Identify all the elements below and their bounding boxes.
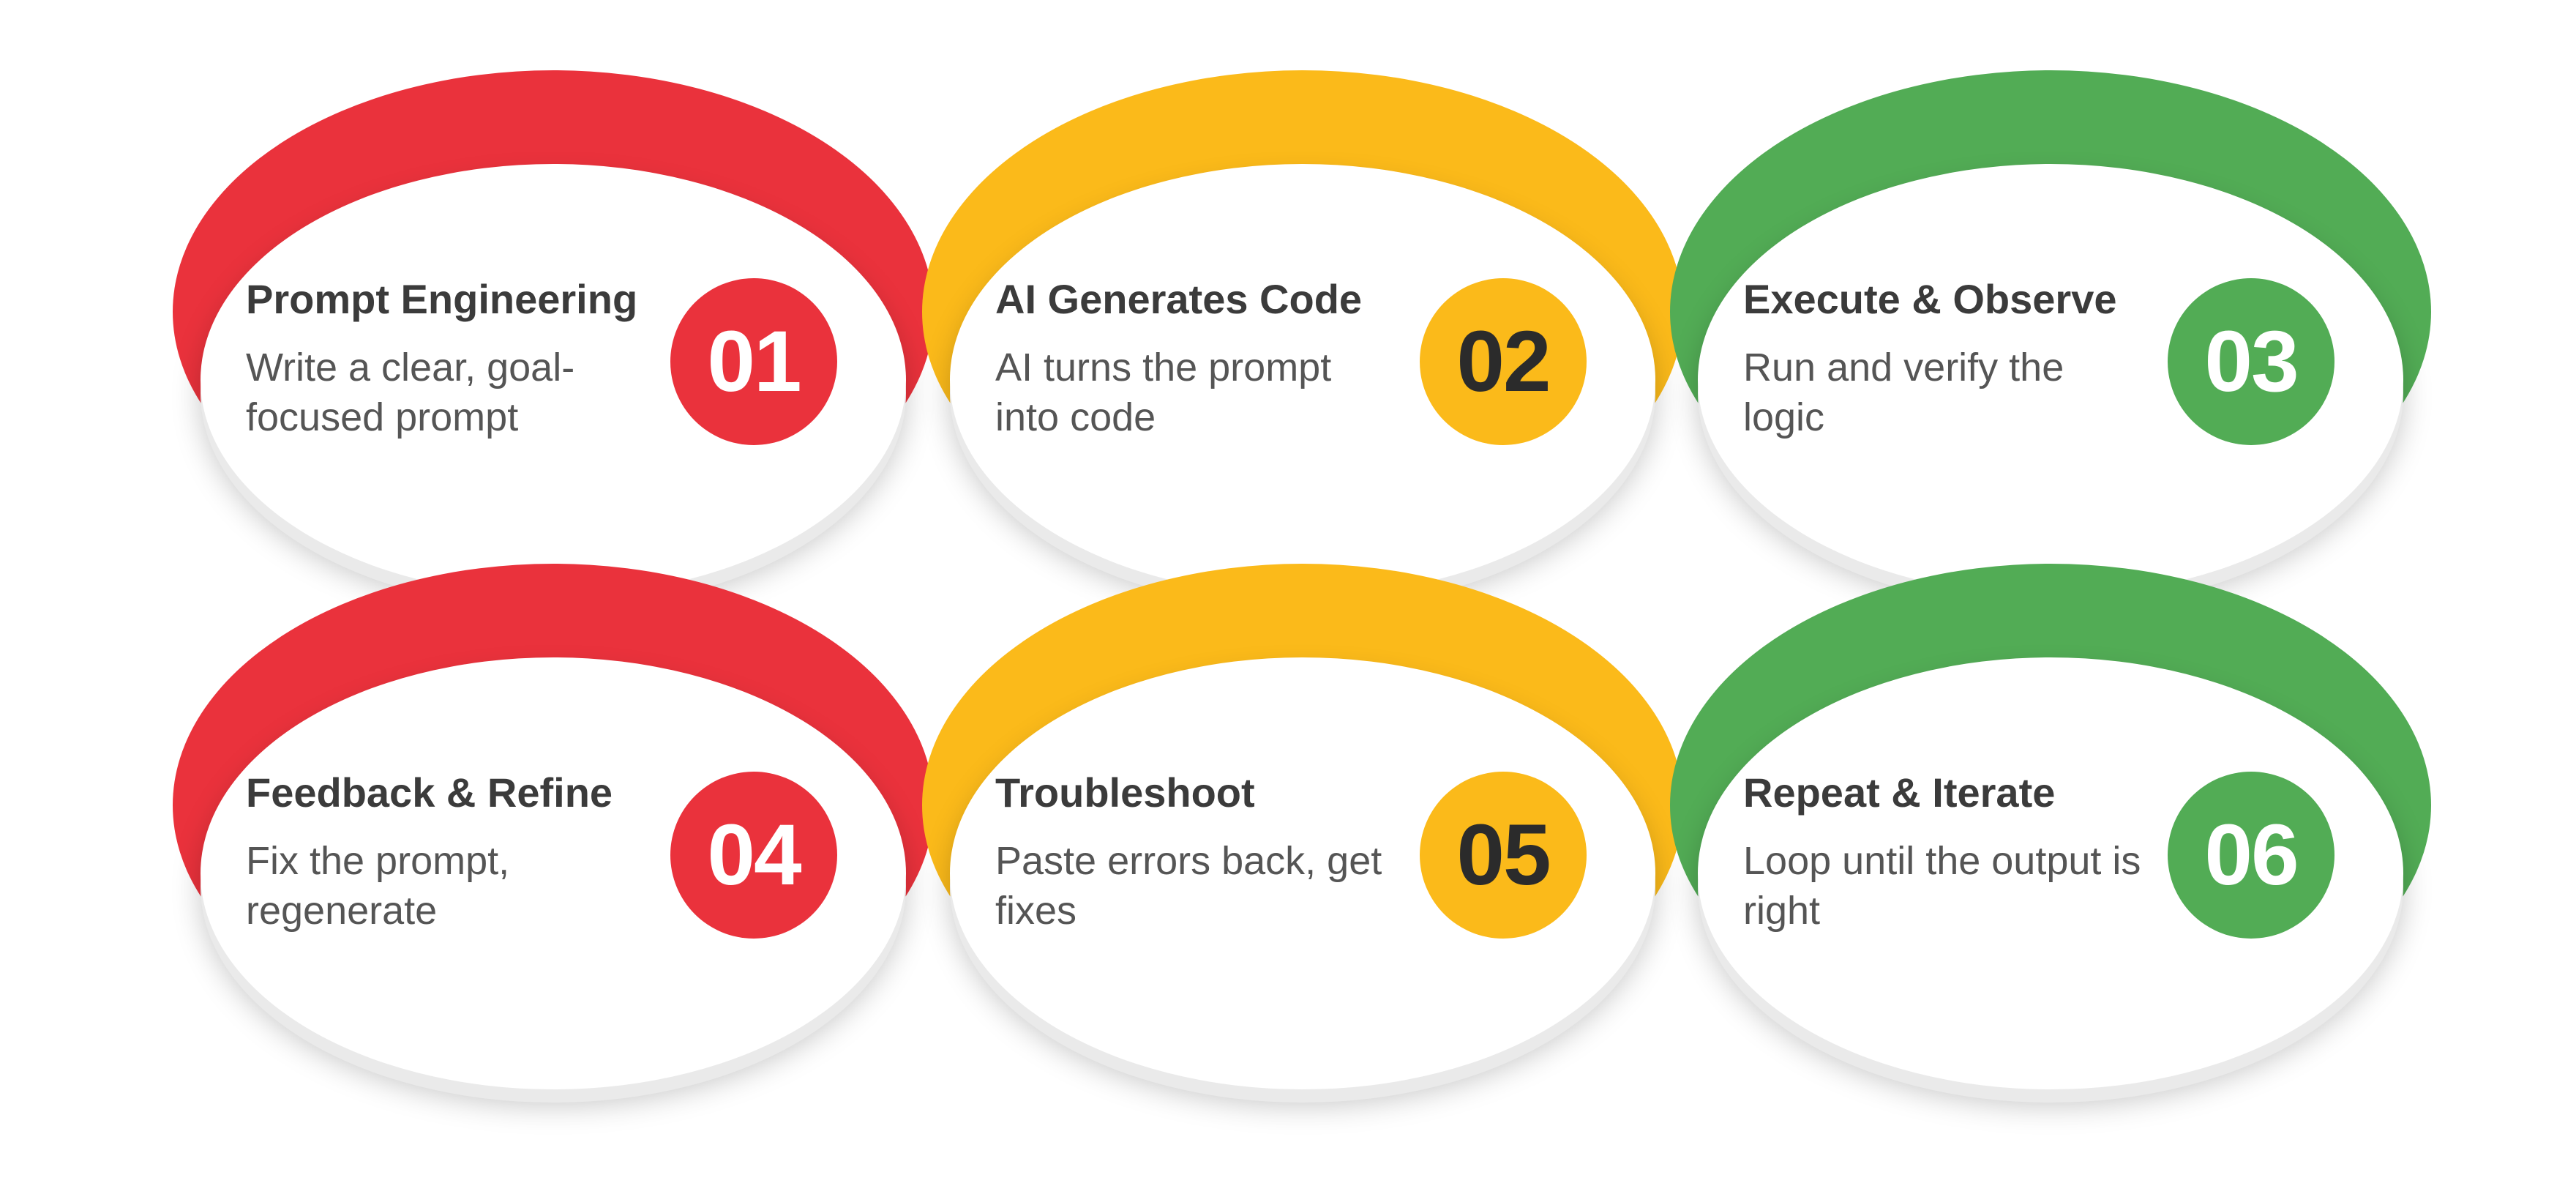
step-description: Run and verify the logic (1743, 346, 2064, 439)
step-description: Fix the prompt, regenerate (246, 839, 510, 933)
step-number-badge: 02 (1420, 278, 1587, 445)
step-description: Paste errors back, get fixes (995, 839, 1382, 933)
step-title: Troubleshoot (995, 769, 1255, 816)
step-number: 04 (707, 807, 801, 903)
step-description: Loop until the output is right (1743, 839, 2141, 933)
step-card-02: AI Generates Code AI turns the prompt in… (922, 70, 1683, 612)
step-number: 02 (1456, 313, 1551, 410)
step-number-badge: 05 (1420, 772, 1587, 939)
step-card-03: Execute & Observe Run and verify the log… (1670, 70, 2431, 612)
step-title: Prompt Engineering (246, 276, 638, 322)
step-number: 03 (2204, 313, 2299, 410)
step-number-badge: 03 (2168, 278, 2334, 445)
step-number-badge: 01 (670, 278, 837, 445)
step-title: Execute & Observe (1743, 276, 2117, 322)
step-description: AI turns the prompt into code (995, 346, 1332, 439)
step-number-badge: 06 (2168, 772, 2334, 939)
step-card-01: Prompt Engineering Write a clear, goal-f… (173, 70, 934, 612)
step-card-05: Troubleshoot Paste errors back, get fixe… (922, 564, 1683, 1105)
step-number: 05 (1456, 807, 1551, 903)
step-number: 01 (707, 313, 801, 410)
step-number-badge: 04 (670, 772, 837, 939)
step-title: Repeat & Iterate (1743, 769, 2056, 816)
step-title: AI Generates Code (995, 276, 1363, 322)
step-card-06: Repeat & Iterate Loop until the output i… (1670, 564, 2431, 1105)
step-description: Write a clear, goal-focused prompt (246, 346, 575, 439)
step-number: 06 (2204, 807, 2299, 903)
step-card-04: Feedback & Refine Fix the prompt, regene… (173, 564, 934, 1105)
step-title: Feedback & Refine (246, 769, 613, 816)
